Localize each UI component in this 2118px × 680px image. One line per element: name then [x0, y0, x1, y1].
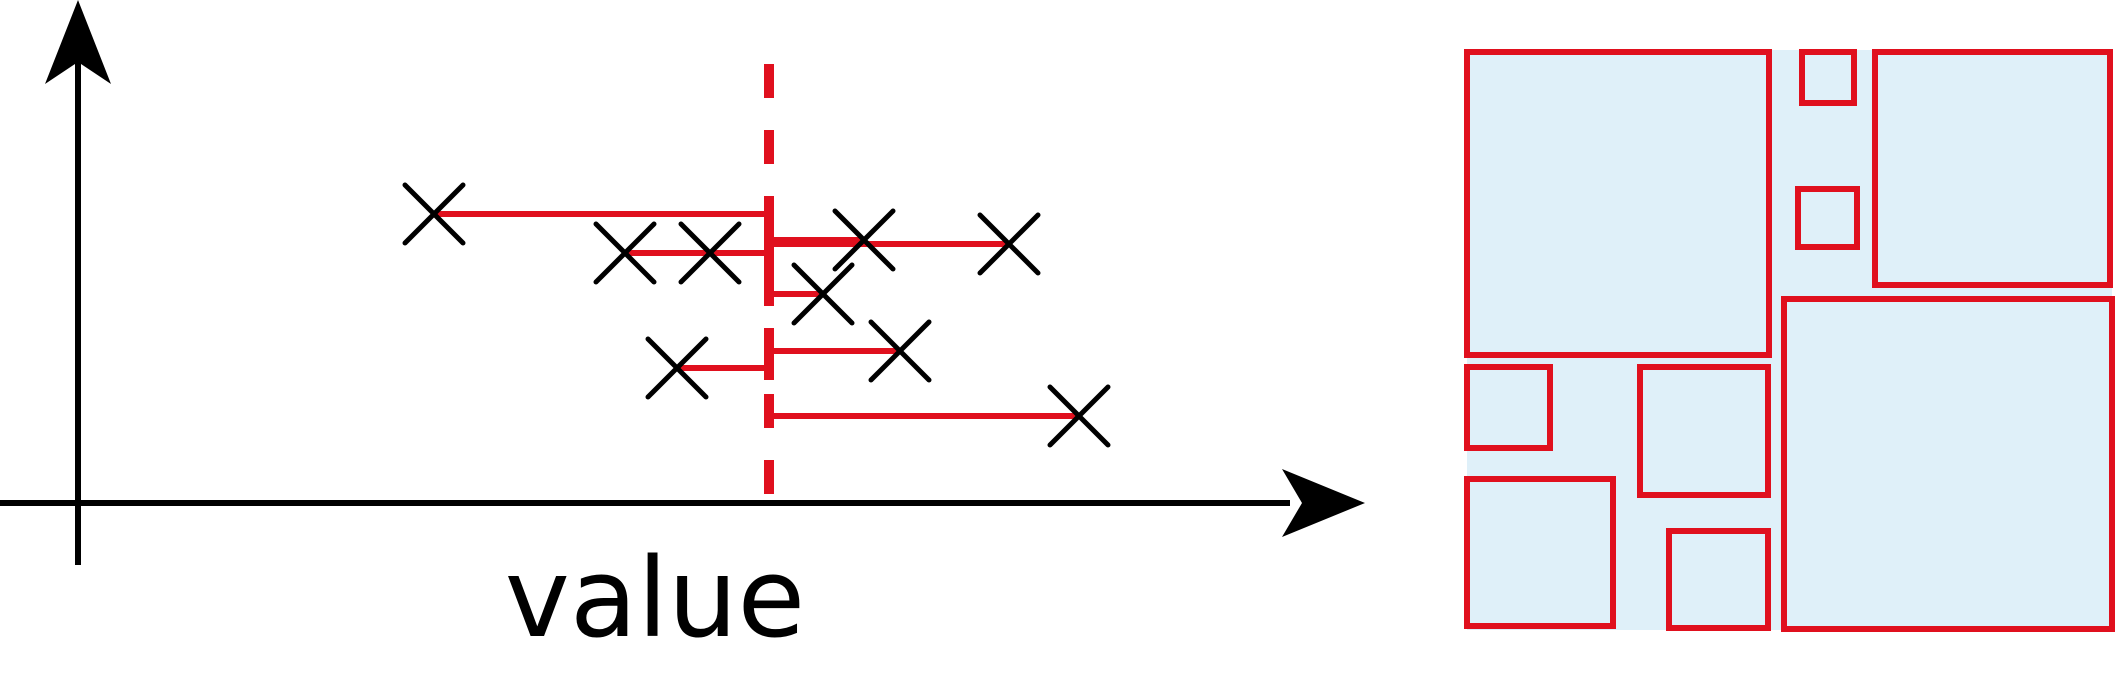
mark-stroke: [791, 262, 855, 326]
data-point-mark: [645, 336, 709, 400]
data-point-mark: [402, 182, 466, 246]
data-point-mark: [593, 221, 657, 285]
data-point-mark: [1047, 384, 1111, 448]
x-axis: [0, 469, 1365, 537]
residual-segments: [434, 211, 1079, 419]
medium-box-center: [1637, 364, 1771, 498]
right-panel: [1464, 49, 2115, 632]
mark-stroke: [977, 212, 1041, 276]
large-box-bottom-right: [1781, 296, 2115, 632]
data-point-mark: [868, 319, 932, 383]
data-point-mark: [678, 221, 742, 285]
mark-stroke: [645, 336, 709, 400]
data-point-mark: [832, 208, 896, 272]
mark-stroke: [593, 221, 657, 285]
data-point-mark: [791, 262, 855, 326]
data-points: [402, 182, 1111, 448]
mark-stroke: [868, 319, 932, 383]
x-axis-label: value: [505, 534, 805, 662]
y-axis: [45, 0, 111, 565]
small-box-top: [1799, 49, 1857, 106]
large-box-top-right: [1872, 49, 2113, 288]
large-box-top-left: [1464, 49, 1772, 358]
medium-box-bottom-left: [1464, 476, 1616, 629]
x-axis-arrowhead: [1282, 469, 1365, 537]
region-background: [1467, 50, 2112, 630]
mark-stroke: [678, 221, 742, 285]
mark-stroke: [1047, 384, 1111, 448]
mark-stroke: [832, 208, 896, 272]
small-box-bottom-center: [1666, 528, 1771, 631]
small-box-middle: [1795, 186, 1860, 250]
small-box-left: [1464, 364, 1553, 451]
y-axis-arrowhead: [45, 0, 111, 84]
mark-stroke: [402, 182, 466, 246]
left-panel: value: [0, 0, 1365, 662]
data-point-mark: [977, 212, 1041, 276]
